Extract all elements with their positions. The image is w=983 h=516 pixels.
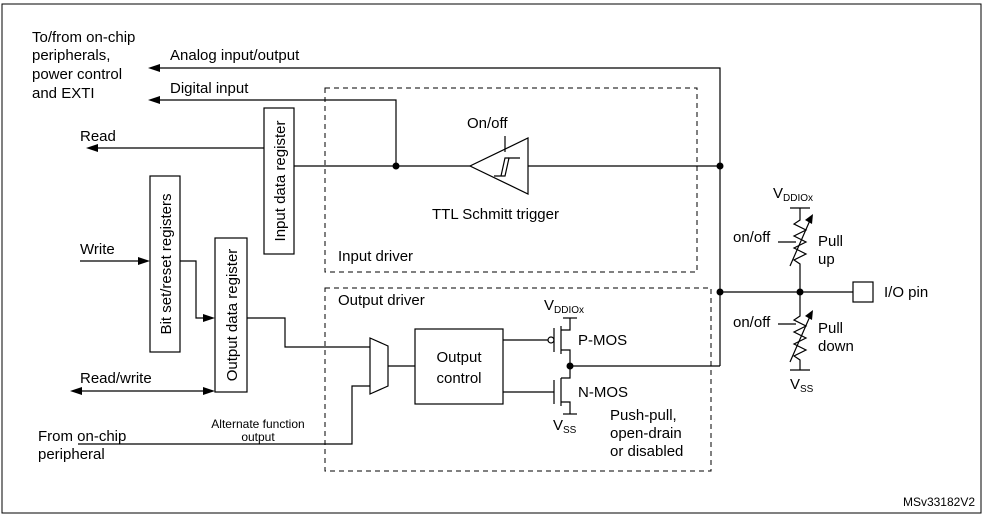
alternate-function-label-line2: output <box>241 430 275 444</box>
analog-io-arrow <box>148 64 160 72</box>
input-driver-boundary <box>324 87 698 273</box>
push-pull-label-line3: or disabled <box>610 443 683 460</box>
nmos-label: N-MOS <box>578 384 628 401</box>
schmitt-hysteresis-icon <box>494 157 520 177</box>
input-data-register-label: Input data register <box>272 121 289 242</box>
pull-up-label-line2: up <box>818 251 835 268</box>
output-driver-label: Output driver <box>338 292 425 309</box>
to-from-label-line4: and EXTI <box>32 85 95 102</box>
pull-down-resistor <box>792 292 808 370</box>
alternate-function-wire <box>78 385 370 445</box>
pull-up-resistor <box>792 208 808 292</box>
pull-down-variable-arrow <box>789 313 812 363</box>
bsrr-to-odr-wire <box>180 260 203 319</box>
read-write-label: Read/write <box>80 370 152 387</box>
pull-down-label-line2: down <box>818 338 854 355</box>
to-from-label-line3: power control <box>32 66 122 83</box>
write-arrow <box>138 257 150 265</box>
io-pin-label: I/O pin <box>884 284 928 301</box>
input-data-register-box <box>263 107 295 255</box>
pull-up-variable-arrow <box>789 217 812 267</box>
push-pull-label-line2: open-drain <box>610 425 682 442</box>
push-pull-label-line1: Push-pull, <box>610 407 677 424</box>
figure-id-label: MSv33182V2 <box>903 495 975 509</box>
digital-input-arrow <box>148 96 160 104</box>
pull-up-on-off-label: on/off <box>733 229 771 246</box>
alternate-function-label-line1: Alternate function <box>211 417 304 431</box>
output-control-box <box>414 328 504 405</box>
from-peripheral-label-line2: peripheral <box>38 446 105 463</box>
read-arrow <box>86 144 98 152</box>
output-driver-boundary <box>324 287 712 472</box>
output-node-junction <box>566 362 574 370</box>
pull-down-variable-arrowhead <box>805 310 813 320</box>
pull-down-label-line1: Pull <box>818 320 843 337</box>
to-from-label-line2: peripherals, <box>32 47 110 64</box>
pmos-source <box>561 318 571 331</box>
read-write-arrow-left <box>70 387 82 395</box>
io-pin-symbol <box>852 281 874 303</box>
output-control-label-line2: control <box>436 370 481 387</box>
to-from-label-line1: To/from on-chip <box>32 29 135 46</box>
output-mux-symbol <box>369 337 389 395</box>
read-write-arrow-right <box>203 387 215 395</box>
schmitt-on-off-label: On/off <box>467 115 508 132</box>
bit-set-reset-registers-box <box>149 175 181 353</box>
pmos-gate-bubble <box>547 336 555 344</box>
pull-down-vss-label: VSS <box>790 376 814 395</box>
digital-input-junction <box>392 162 400 170</box>
schmitt-trigger-label: TTL Schmitt trigger <box>432 206 559 223</box>
pull-up-variable-arrowhead <box>805 214 813 224</box>
output-control-label-line1: Output <box>436 349 482 366</box>
bsrr-to-odr-arrow <box>203 314 215 322</box>
digital-input-wire <box>160 99 397 166</box>
pull-down-on-off-label: on/off <box>733 314 771 331</box>
odr-to-mux-wire <box>247 317 370 348</box>
analog-io-wire <box>160 67 721 166</box>
from-peripheral-label-line1: From on-chip <box>38 428 126 445</box>
schmitt-trigger-symbol <box>468 137 529 195</box>
bit-set-reset-registers-label: Bit set/reset registers <box>158 194 175 335</box>
schmitt-hysteresis-icon-2 <box>500 157 509 177</box>
read-label: Read <box>80 128 116 145</box>
input-driver-label: Input driver <box>338 248 413 265</box>
bus-junction <box>716 288 724 296</box>
write-label: Write <box>80 241 115 258</box>
nmos-vss-label: VSS <box>553 417 577 436</box>
pull-up-vddiox-label: VDDIOx <box>773 185 813 204</box>
output-data-register-box <box>214 237 248 393</box>
pmos-label: P-MOS <box>578 332 627 349</box>
pmos-vddiox-label: VDDIOx <box>544 297 584 316</box>
nmos-source <box>561 401 571 414</box>
output-data-register-label: Output data register <box>224 249 241 382</box>
analog-io-label: Analog input/output <box>170 47 300 64</box>
pull-up-label-line1: Pull <box>818 233 843 250</box>
digital-input-label: Digital input <box>170 80 249 97</box>
figure-frame <box>1 3 982 514</box>
